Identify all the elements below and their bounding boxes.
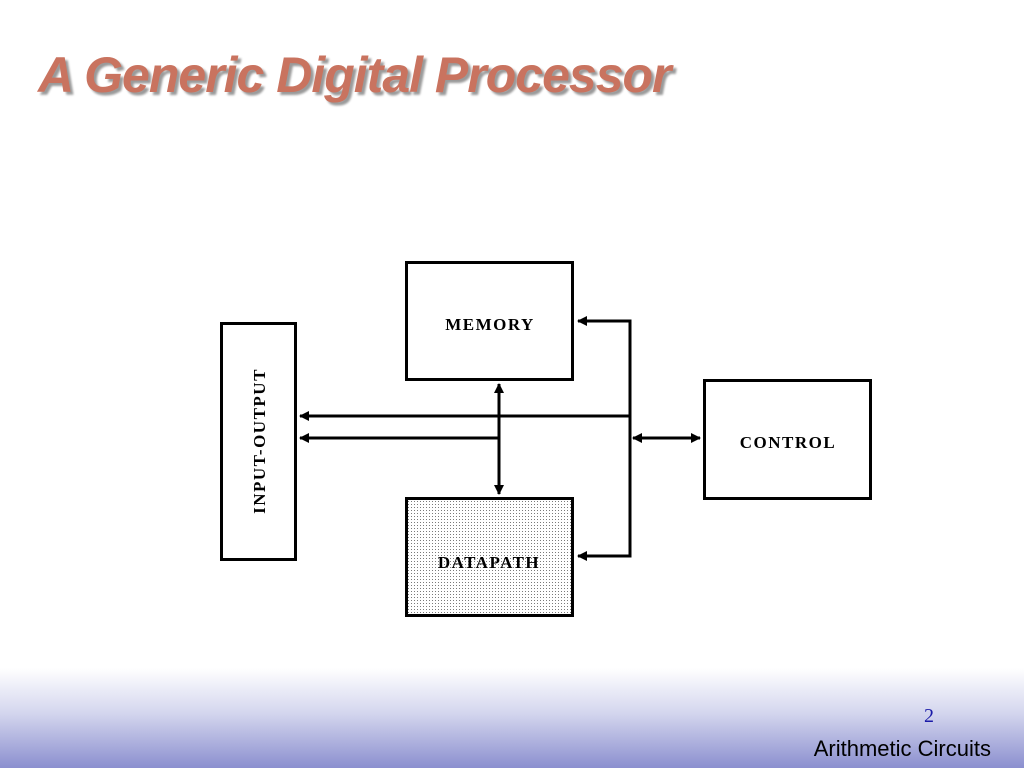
memory-label: MEMORY [445, 315, 535, 334]
control-to-memory-arrow [577, 316, 632, 417]
connections [299, 316, 701, 561]
input-output-label: INPUT-OUTPUT [250, 368, 269, 514]
datapath-label: DATAPATH [438, 553, 540, 572]
control-block: CONTROL [703, 379, 872, 500]
footer-label: Arithmetic Circuits [813, 736, 991, 761]
control-to-datapath-arrow [577, 417, 632, 561]
footer-band [0, 668, 1024, 768]
page-number: 2 [924, 705, 934, 727]
input-output-block: INPUT-OUTPUT [220, 322, 297, 561]
datapath-block: DATAPATH [405, 497, 574, 617]
control-label: CONTROL [740, 433, 836, 452]
memory-block: MEMORY [405, 261, 574, 381]
slide-title: A Generic Digital Processor [38, 47, 671, 103]
